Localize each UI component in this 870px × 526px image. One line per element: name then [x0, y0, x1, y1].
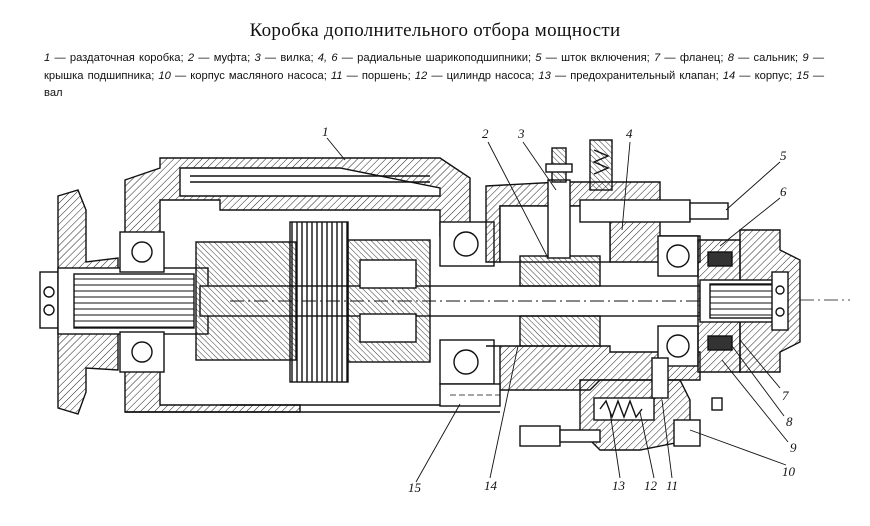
bearing-center — [439, 221, 495, 385]
transfer-case-housing — [124, 157, 471, 413]
callout-8: 8 — [786, 414, 793, 429]
shift-fork — [545, 147, 573, 259]
lower-shaft — [439, 383, 501, 407]
right-flange — [699, 229, 850, 373]
callout-2: 2 — [482, 126, 489, 141]
callout-9: 9 — [790, 440, 797, 455]
callout-15: 15 — [408, 480, 422, 495]
legend-item: 1 — раздаточная коробка; — [44, 52, 188, 64]
legend-item: 5 — шток включения; — [535, 52, 654, 64]
legend-item: 3 — вилка; — [254, 52, 318, 64]
leader-lines — [326, 137, 789, 483]
legend-item: 11 — поршень; — [330, 69, 415, 82]
legend-item: 2 — муфта; — [187, 52, 255, 64]
left-spline-shaft — [57, 267, 209, 335]
callout-4: 4 — [626, 126, 633, 141]
diagram-title: Коробка дополнительного отбора мощности — [249, 20, 621, 41]
callout-10: 10 — [782, 464, 796, 479]
legend-item: 15 — вал — [44, 69, 825, 100]
oil-pump — [519, 357, 723, 451]
callout-13: 13 — [612, 478, 626, 493]
legend-item: 10 — корпус масляного насоса; — [158, 69, 331, 82]
callout-5: 5 — [780, 148, 787, 163]
callout-11: 11 — [666, 478, 678, 493]
main-gear — [195, 221, 431, 383]
coupling-sleeve — [519, 255, 601, 347]
callout-labels: 1 2 3 4 5 6 7 8 9 10 11 12 13 14 15 — [322, 124, 797, 495]
legend-item: 13 — предохранительный клапан; — [538, 69, 723, 82]
callout-1: 1 — [322, 124, 329, 139]
legend-item: 8 — сальник; — [727, 52, 803, 64]
legend-item: 12 — цилиндр насоса; — [414, 69, 539, 82]
callout-12: 12 — [644, 478, 658, 493]
callout-7: 7 — [782, 388, 789, 403]
legend-item: 9 — крышка подшипника; — [44, 52, 825, 82]
legend-item: 7 — фланец; — [653, 52, 728, 64]
callout-14: 14 — [484, 478, 498, 493]
legend-item: 14 — корпус; — [722, 69, 797, 82]
legend: 1 — раздаточная коробка; 2 — муфта; 3 — … — [44, 50, 824, 103]
callout-6: 6 — [780, 184, 787, 199]
shift-rod — [579, 139, 729, 223]
callout-3: 3 — [517, 126, 525, 141]
legend-item: 4, 6 — радиальные шарикоподшипники; — [317, 52, 536, 64]
bearing-left — [119, 231, 165, 373]
